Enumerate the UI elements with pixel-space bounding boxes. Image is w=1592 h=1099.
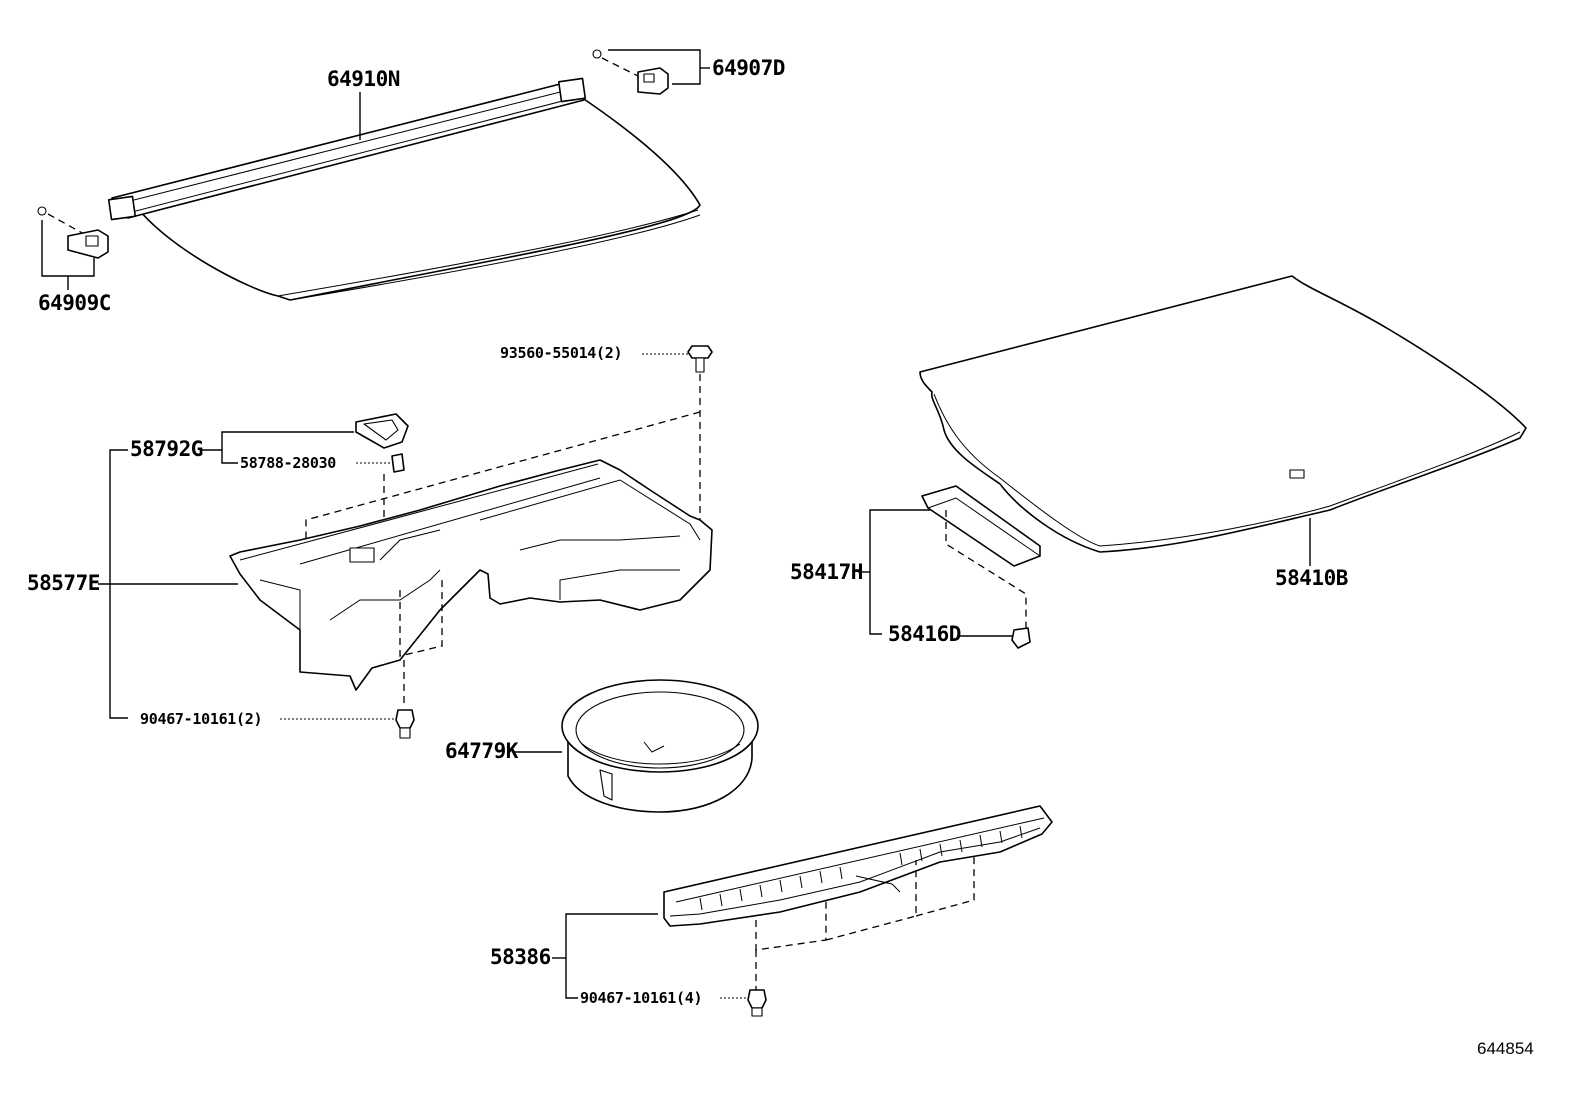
part-label-90467-10161-4: 90467-10161(4) (580, 989, 702, 1007)
floor-clip-drawing (1011, 627, 1031, 649)
clip-scuff-plate-drawing (747, 989, 767, 1017)
floor-board-drawing (919, 275, 1527, 553)
part-label-64909c: 64909C (38, 291, 111, 315)
part-label-64910n: 64910N (327, 67, 400, 91)
floor-board-sub-drawing (921, 485, 1041, 567)
part-label-58788-28030: 58788-28030 (240, 454, 336, 472)
part-label-58417h: 58417H (790, 560, 863, 584)
part-label-64907d: 64907D (712, 56, 785, 80)
bolt-top-drawing (687, 345, 713, 373)
clip-side-box-drawing (395, 709, 415, 739)
part-label-58386: 58386 (490, 945, 551, 969)
tonneau-cover-drawing (107, 77, 701, 301)
part-label-93560-55014: 93560-55014(2) (500, 344, 622, 362)
spare-tire-tray-drawing (561, 679, 759, 813)
part-label-58577e: 58577E (27, 571, 100, 595)
part-label-58410b: 58410B (1275, 566, 1348, 590)
bracket-drawing (355, 413, 409, 473)
diagram-id: 644854 (1477, 1039, 1534, 1058)
right-holder-drawing (592, 49, 669, 95)
side-box-drawing (229, 459, 713, 691)
part-label-90467-10161-2: 90467-10161(2) (140, 710, 262, 728)
part-label-64779k: 64779K (445, 739, 519, 763)
part-label-58416d: 58416D (888, 622, 961, 646)
part-label-58792g: 58792G (130, 437, 203, 461)
left-holder-drawing (37, 206, 109, 259)
scuff-plate-drawing (663, 805, 1053, 927)
